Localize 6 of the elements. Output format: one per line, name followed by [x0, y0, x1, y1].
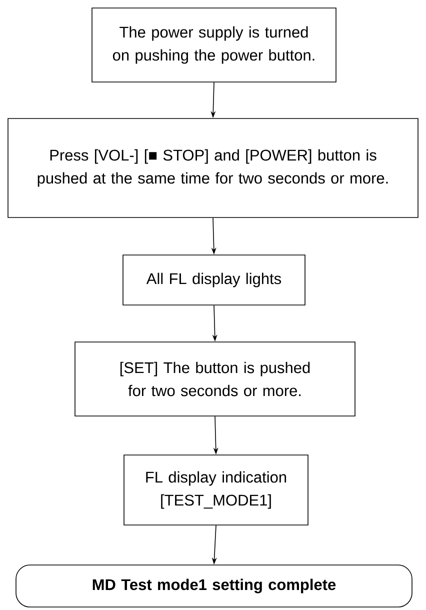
process-box: All FL display lights: [122, 254, 306, 306]
process-box: The power supply is turned on pushing the power button.: [92, 8, 336, 82]
process-box: FL display indication [TEST_MODE1]: [124, 454, 308, 526]
process-box: Press [VOL-] [■ STOP] and [POWER] button is pushed at the same time for two seconds or more.: [8, 118, 418, 218]
terminal-box: MD Test mode1 setting complete: [16, 564, 412, 608]
process-box: [SET] The button is pushed for two seconds or more.: [74, 342, 356, 416]
